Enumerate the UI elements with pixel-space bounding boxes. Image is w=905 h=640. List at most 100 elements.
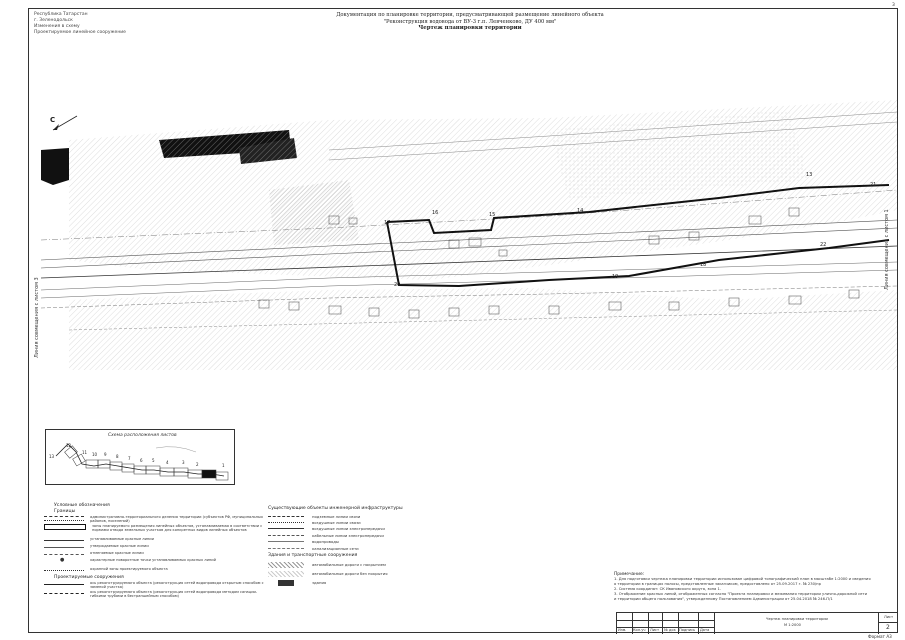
stamp-divider [878, 613, 879, 634]
legend-item: отменяемые красные линии [44, 551, 264, 558]
dark-building [41, 148, 69, 185]
pipeline-open-symbol [44, 584, 84, 585]
boundary-point-label: 22 [820, 242, 827, 248]
legend2-item: кабельные линии электропередачи [268, 532, 468, 538]
legend2-item-label: водопроводы [312, 539, 339, 545]
legend2-item: подземные линии связи [268, 513, 468, 519]
legend-item: зоны планируемого размещения линейных об… [44, 524, 264, 537]
building-symbol [278, 579, 294, 586]
road-edge [328, 121, 897, 161]
legend2-item-label: воздушные линии электропередачи [312, 526, 385, 532]
title-block: Изм. Кол.уч Лист № док Подпись Дата Черт… [616, 612, 898, 634]
boundary-point-label: 13 [806, 172, 813, 178]
stamp-sheet-title: Чертеж планировки территории [766, 617, 828, 621]
zone-boundary [386, 221, 890, 288]
stamp-col-label: Подпись [679, 628, 696, 632]
paved-road-symbol [268, 561, 304, 568]
legend-item: утверждаемые красные линии [44, 544, 264, 551]
stamp-sheet-label: Лист [884, 615, 894, 619]
keymap-number: 2 [196, 462, 199, 467]
drawing-notes: Примечание: 1. Для подготовки чертежа пл… [614, 572, 894, 602]
top-left-line: Изменения в схему [34, 24, 80, 29]
legend2-item-label: автомобильные дороги без покрытия [312, 571, 388, 577]
note-line: 3. Отображение красных линий, отображенн… [614, 592, 867, 596]
keymap-number: 9 [104, 452, 107, 457]
stamp-divider [662, 613, 663, 634]
legend-item-label: характерные поворотные точки устанавлива… [90, 558, 216, 562]
admin-boundary-symbol [44, 516, 84, 521]
stamp-divider [678, 613, 679, 634]
note-line: о территории в границах полосы, представ… [614, 582, 821, 586]
overhead-comm-symbol [268, 522, 304, 524]
keymap-number: 13 [49, 454, 55, 459]
header-line-1: Документация по планировке территории, п… [336, 12, 604, 18]
keymap-number: 4 [166, 460, 169, 465]
legend2-item-label: воздушные линии связи [312, 520, 361, 526]
legend-item: ● характерные поворотные точки устанавли… [44, 558, 264, 567]
legend2-item-label: канализационные сети [312, 545, 359, 551]
red-line-approved-symbol [44, 547, 84, 548]
boundary-point-label: 16 [432, 210, 439, 216]
keymap-diagram [55, 443, 229, 481]
legend-item-label: административно-территориального деления… [90, 515, 263, 524]
keymap-number: 5 [152, 458, 155, 463]
utility-line [40, 285, 897, 309]
keymap-number: 6 [140, 458, 143, 463]
top-left-line: Республика Татарстан [34, 12, 88, 17]
legend-item-label: охранной зоны проектируемого объекта [90, 567, 168, 571]
keymap-number: 1 [222, 463, 225, 468]
legend2-item: автомобильные дороги с покрытием [268, 560, 468, 569]
north-arrow-label: С [50, 116, 56, 124]
legend-item: ось реконструируемого объекта (реконстру… [44, 581, 264, 590]
top-left-line: г. Зеленодольск [34, 18, 73, 23]
page-number: 3 [892, 3, 895, 8]
legend-item: ось реконструируемого объекта (реконстру… [44, 590, 264, 603]
stamp-divider [632, 613, 633, 634]
legend-item-label: устанавливаемые красные линии [90, 537, 154, 541]
terrain-hatch [69, 288, 897, 370]
legend-item: административно-территориального деления… [44, 515, 264, 524]
format-label: Формат А3 [868, 634, 892, 639]
legend-item-label: ось реконструируемого объекта (реконстру… [90, 590, 258, 599]
road-edge [40, 219, 897, 261]
road-edge [40, 261, 897, 291]
legend-item-label: отменяемые красные линии [90, 551, 144, 555]
red-line-cancelled-symbol [44, 554, 84, 555]
keymap-number: 7 [128, 456, 131, 461]
boundary-point-label: 17 [384, 220, 391, 226]
legend-infrastructure: Существующие объекты инженерной инфрастр… [268, 505, 468, 587]
stamp-hline [616, 627, 714, 628]
legend-section-title: Границы [54, 509, 76, 514]
keymap-title: Схема расположения листов [108, 433, 177, 438]
legend2-item-label: подземные линии связи [312, 513, 361, 519]
keymap-number: 11 [82, 450, 88, 455]
unpaved-road-symbol [268, 570, 304, 577]
legend2-item-label: кабельные линии электропередачи [312, 532, 384, 538]
legend2-item: здания [268, 578, 468, 587]
road-edge [328, 111, 897, 151]
note-line: 2. Система координат: СК Ивановского окр… [614, 587, 721, 591]
drawing-title: Чертеж планировки территории [418, 25, 522, 31]
red-line-new-symbol [44, 540, 84, 541]
legend2-item-label: здания [312, 580, 327, 586]
keymap-number: 3 [182, 460, 185, 465]
keymap-number: 8 [116, 454, 119, 459]
stamp-col-label: № док [664, 628, 676, 632]
legend-item-label: ось реконструируемого объекта (реконстру… [90, 581, 264, 590]
boundary-point-label: 20 [394, 282, 401, 288]
turning-point-symbol: ● [60, 557, 65, 563]
pipeline-trenchless-symbol [44, 593, 84, 594]
legend2-item-label: автомобильные дороги с покрытием [312, 562, 386, 568]
boundary-point-label: 14 [577, 208, 584, 214]
top-left-info: Республика Татарстан г. Зеленодольск Изм… [34, 12, 154, 36]
boundary-point-label: 21 [870, 182, 877, 188]
legend-title: Условные обозначения [54, 503, 110, 508]
stamp-col-label: Лист [650, 628, 660, 632]
underground-comm-symbol [268, 515, 304, 517]
pipeline-axis [40, 245, 897, 279]
keymap-number: 10 [92, 452, 98, 457]
note-line: 1. Для подготовки чертежа планировки тер… [614, 577, 871, 581]
sewer-symbol [268, 547, 304, 549]
header-line-2: "Реконструкция водовода от ВУ-3 г.п. Лев… [383, 18, 557, 25]
